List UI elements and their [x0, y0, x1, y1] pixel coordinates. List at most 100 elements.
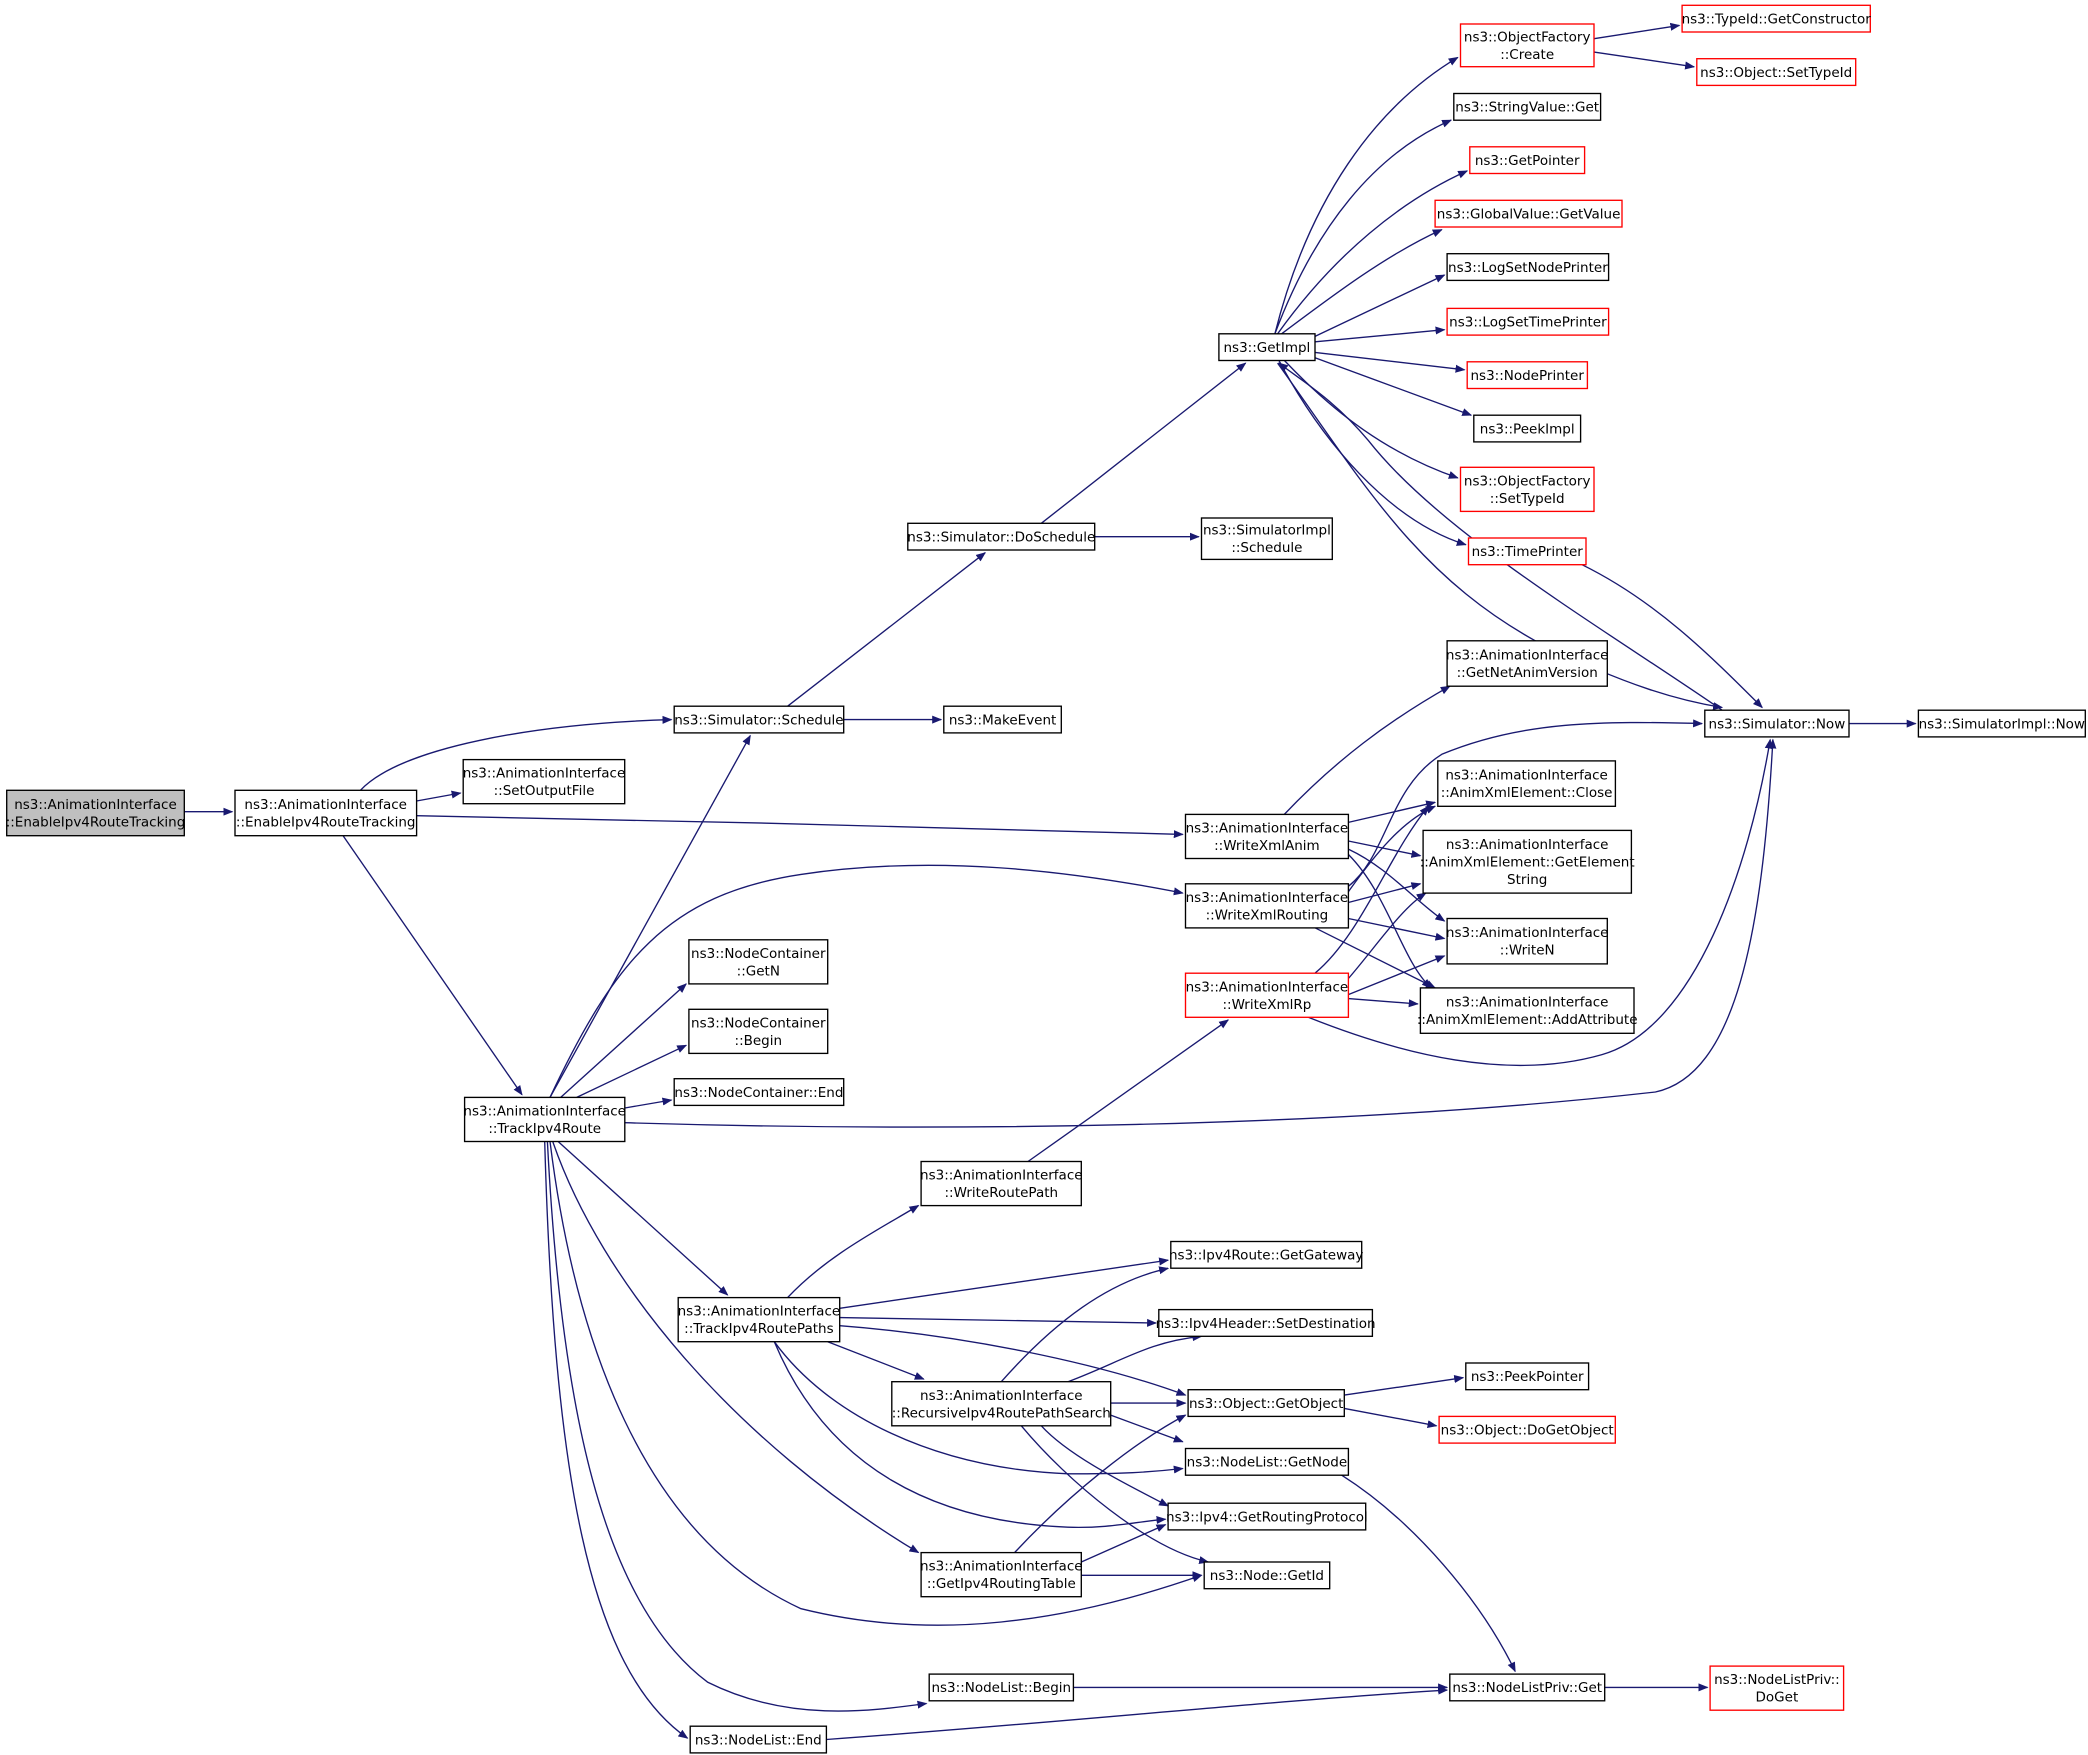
node-box	[1170, 1240, 1363, 1269]
node-makeevent[interactable]: ns3::MakeEvent	[943, 705, 1062, 734]
edge-getimpl-to-globalvalue_get	[1281, 228, 1443, 335]
node-writeroutepath[interactable]: ns3::AnimationInterface::WriteRoutePath	[920, 1160, 1083, 1207]
node-box	[1187, 1389, 1345, 1418]
node-of_create[interactable]: ns3::ObjectFactory::Create	[1459, 23, 1595, 68]
edge-getimpl-to-of_create	[1274, 56, 1459, 334]
node-getnetanim[interactable]: ns3::AnimationInterface::GetNetAnimVersi…	[1446, 640, 1609, 687]
node-box	[1459, 23, 1595, 68]
node-label: ::GetIpv4RoutingTable	[927, 1576, 1076, 1592]
node-logsettime[interactable]: ns3::LogSetTimePrinter	[1446, 307, 1610, 336]
node-timeprinter[interactable]: ns3::TimePrinter	[1467, 537, 1587, 566]
node-doschedule[interactable]: ns3::Simulator::DoSchedule	[907, 522, 1096, 551]
node-globalvalue_get[interactable]: ns3::GlobalValue::GetValue	[1434, 199, 1623, 228]
edge-writexmlanim-to-writen	[1348, 848, 1446, 922]
node-logsetnode[interactable]: ns3::LogSetNodePrinter	[1446, 253, 1610, 282]
node-getimpl[interactable]: ns3::GetImpl	[1218, 333, 1316, 362]
node-label: ns3::AnimationInterface	[1186, 820, 1349, 836]
edge-recursive-to-getrouting	[1040, 1425, 1169, 1507]
node-label: ns3::NodeList::End	[695, 1732, 822, 1748]
node-label: ns3::NodeListPriv::	[1714, 1672, 1840, 1688]
node-getobject[interactable]: ns3::Object::GetObject	[1187, 1389, 1345, 1418]
node-box	[234, 789, 418, 837]
edge-enable-to-sim_schedule	[359, 715, 673, 791]
edge-doschedule-to-getimpl	[1040, 362, 1247, 524]
node-label: ns3::Ipv4Route::GetGateway	[1169, 1248, 1363, 1264]
node-writexmlanim[interactable]: ns3::AnimationInterface::WriteXmlAnim	[1184, 813, 1350, 860]
node-label: ::TrackIpv4RoutePaths	[684, 1321, 833, 1337]
node-nc_begin[interactable]: ns3::NodeContainer::Begin	[688, 1008, 829, 1055]
node-simimpl_now[interactable]: ns3::SimulatorImpl::Now	[1917, 709, 2086, 738]
edge-nl_end-to-nlp_get	[826, 1686, 1449, 1741]
edge-recursive-to-node_getid	[1020, 1425, 1210, 1564]
node-getroutingtable[interactable]: ns3::AnimationInterface::GetIpv4RoutingT…	[920, 1551, 1083, 1598]
node-box	[1469, 146, 1586, 175]
edge-trackpaths-to-writeroutepath	[787, 1204, 920, 1299]
node-box	[1419, 987, 1635, 1034]
node-label: ns3::ObjectFactory	[1464, 29, 1591, 45]
node-nodeprinter[interactable]: ns3::NodePrinter	[1466, 361, 1589, 390]
node-label: ns3::Simulator::Schedule	[674, 712, 843, 728]
node-box	[1459, 466, 1595, 513]
node-writexmlrouting[interactable]: ns3::AnimationInterface::WriteXmlRouting	[1184, 883, 1350, 929]
edge-recursive-to-nl_getnode	[1110, 1414, 1184, 1443]
node-axe_getelem[interactable]: ns3::AnimationInterface::AnimXmlElement:…	[1420, 829, 1635, 894]
node-axe_addattr[interactable]: ns3::AnimationInterface::AnimXmlElement:…	[1417, 987, 1638, 1034]
node-box	[1704, 709, 1850, 738]
node-label: ::Begin	[735, 1033, 783, 1049]
node-obj_settypeid[interactable]: ns3::Object::SetTypeId	[1696, 58, 1857, 87]
node-nlp_doget[interactable]: ns3::NodeListPriv::DoGet	[1709, 1665, 1845, 1711]
node-stringvalue_get[interactable]: ns3::StringValue::Get	[1453, 92, 1602, 121]
node-nlp_get[interactable]: ns3::NodeListPriv::Get	[1449, 1673, 1606, 1702]
node-nl_getnode[interactable]: ns3::NodeList::GetNode	[1184, 1447, 1350, 1476]
node-track[interactable]: ns3::AnimationInterface::TrackIpv4Route	[463, 1096, 626, 1143]
node-enable[interactable]: ns3::AnimationInterface::EnableIpv4Route…	[234, 789, 418, 837]
node-typeid_getctor[interactable]: ns3::TypeId::GetConstructor	[1681, 4, 1872, 33]
node-setdest[interactable]: ns3::Ipv4Header::SetDestination	[1156, 1308, 1376, 1337]
node-of_settypeid[interactable]: ns3::ObjectFactory::SetTypeId	[1459, 466, 1595, 513]
node-sim_now[interactable]: ns3::Simulator::Now	[1704, 709, 1850, 738]
node-root[interactable]: ns3::AnimationInterface::EnableIpv4Route…	[6, 789, 186, 837]
node-box	[673, 1078, 845, 1107]
node-nl_end[interactable]: ns3::NodeList::End	[689, 1725, 828, 1754]
node-recursive[interactable]: ns3::AnimationInterface::RecursiveIpv4Ro…	[891, 1381, 1112, 1427]
node-trackpaths[interactable]: ns3::AnimationInterface::TrackIpv4RouteP…	[677, 1296, 841, 1343]
edge-trackpaths-to-getobject	[839, 1325, 1187, 1396]
node-label: ns3::Ipv4::GetRoutingProtocol	[1166, 1509, 1368, 1525]
node-dogetobject[interactable]: ns3::Object::DoGetObject	[1438, 1415, 1616, 1444]
node-label: ::WriteXmlAnim	[1214, 838, 1320, 854]
node-writen[interactable]: ns3::AnimationInterface::WriteN	[1446, 917, 1609, 965]
node-label: ns3::AnimationInterface	[1446, 648, 1609, 664]
node-box	[462, 758, 626, 805]
node-label: ns3::AnimationInterface	[1446, 925, 1609, 941]
node-box	[1681, 4, 1871, 33]
node-setoutput[interactable]: ns3::AnimationInterface::SetOutputFile	[462, 758, 626, 805]
node-nc_end[interactable]: ns3::NodeContainer::End	[673, 1078, 845, 1107]
node-nc_getn[interactable]: ns3::NodeContainer::GetN	[688, 939, 829, 985]
node-label: ::AnimXmlElement::Close	[1441, 785, 1613, 801]
node-getpointer[interactable]: ns3::GetPointer	[1469, 146, 1586, 175]
node-label: ::EnableIpv4RouteTracking	[236, 815, 416, 831]
edge-timeprinter-to-sim_now	[1581, 564, 1763, 709]
node-writexmlrp[interactable]: ns3::AnimationInterface::WriteXmlRp	[1184, 972, 1350, 1018]
node-label: ::TrackIpv4Route	[488, 1121, 601, 1137]
node-node_getid[interactable]: ns3::Node::GetId	[1203, 1561, 1331, 1590]
node-sim_schedule[interactable]: ns3::Simulator::Schedule	[673, 705, 845, 734]
node-box	[1184, 883, 1350, 929]
node-label: DoGet	[1756, 1690, 1799, 1706]
node-label: ns3::NodeList::Begin	[931, 1680, 1071, 1696]
node-box	[689, 1725, 828, 1754]
edge-getimpl-to-logsettime	[1314, 326, 1446, 343]
node-nl_begin[interactable]: ns3::NodeList::Begin	[928, 1673, 1075, 1702]
node-box	[1696, 58, 1857, 87]
node-box	[1167, 1502, 1367, 1531]
node-getrouting[interactable]: ns3::Ipv4::GetRoutingProtocol	[1166, 1502, 1368, 1531]
node-simimpl_schedule[interactable]: ns3::SimulatorImpl::Schedule	[1200, 517, 1333, 561]
node-getgateway[interactable]: ns3::Ipv4Route::GetGateway	[1169, 1240, 1363, 1269]
node-peekpointer[interactable]: ns3::PeekPointer	[1465, 1362, 1590, 1391]
node-box	[1438, 1415, 1616, 1444]
node-label: ns3::LogSetTimePrinter	[1449, 315, 1607, 331]
node-axe_close[interactable]: ns3::AnimationInterface::AnimXmlElement:…	[1437, 760, 1617, 807]
edge-of_create-to-obj_settypeid	[1593, 51, 1696, 70]
node-box	[677, 1296, 841, 1343]
node-peekimpl[interactable]: ns3::PeekImpl	[1473, 414, 1582, 443]
